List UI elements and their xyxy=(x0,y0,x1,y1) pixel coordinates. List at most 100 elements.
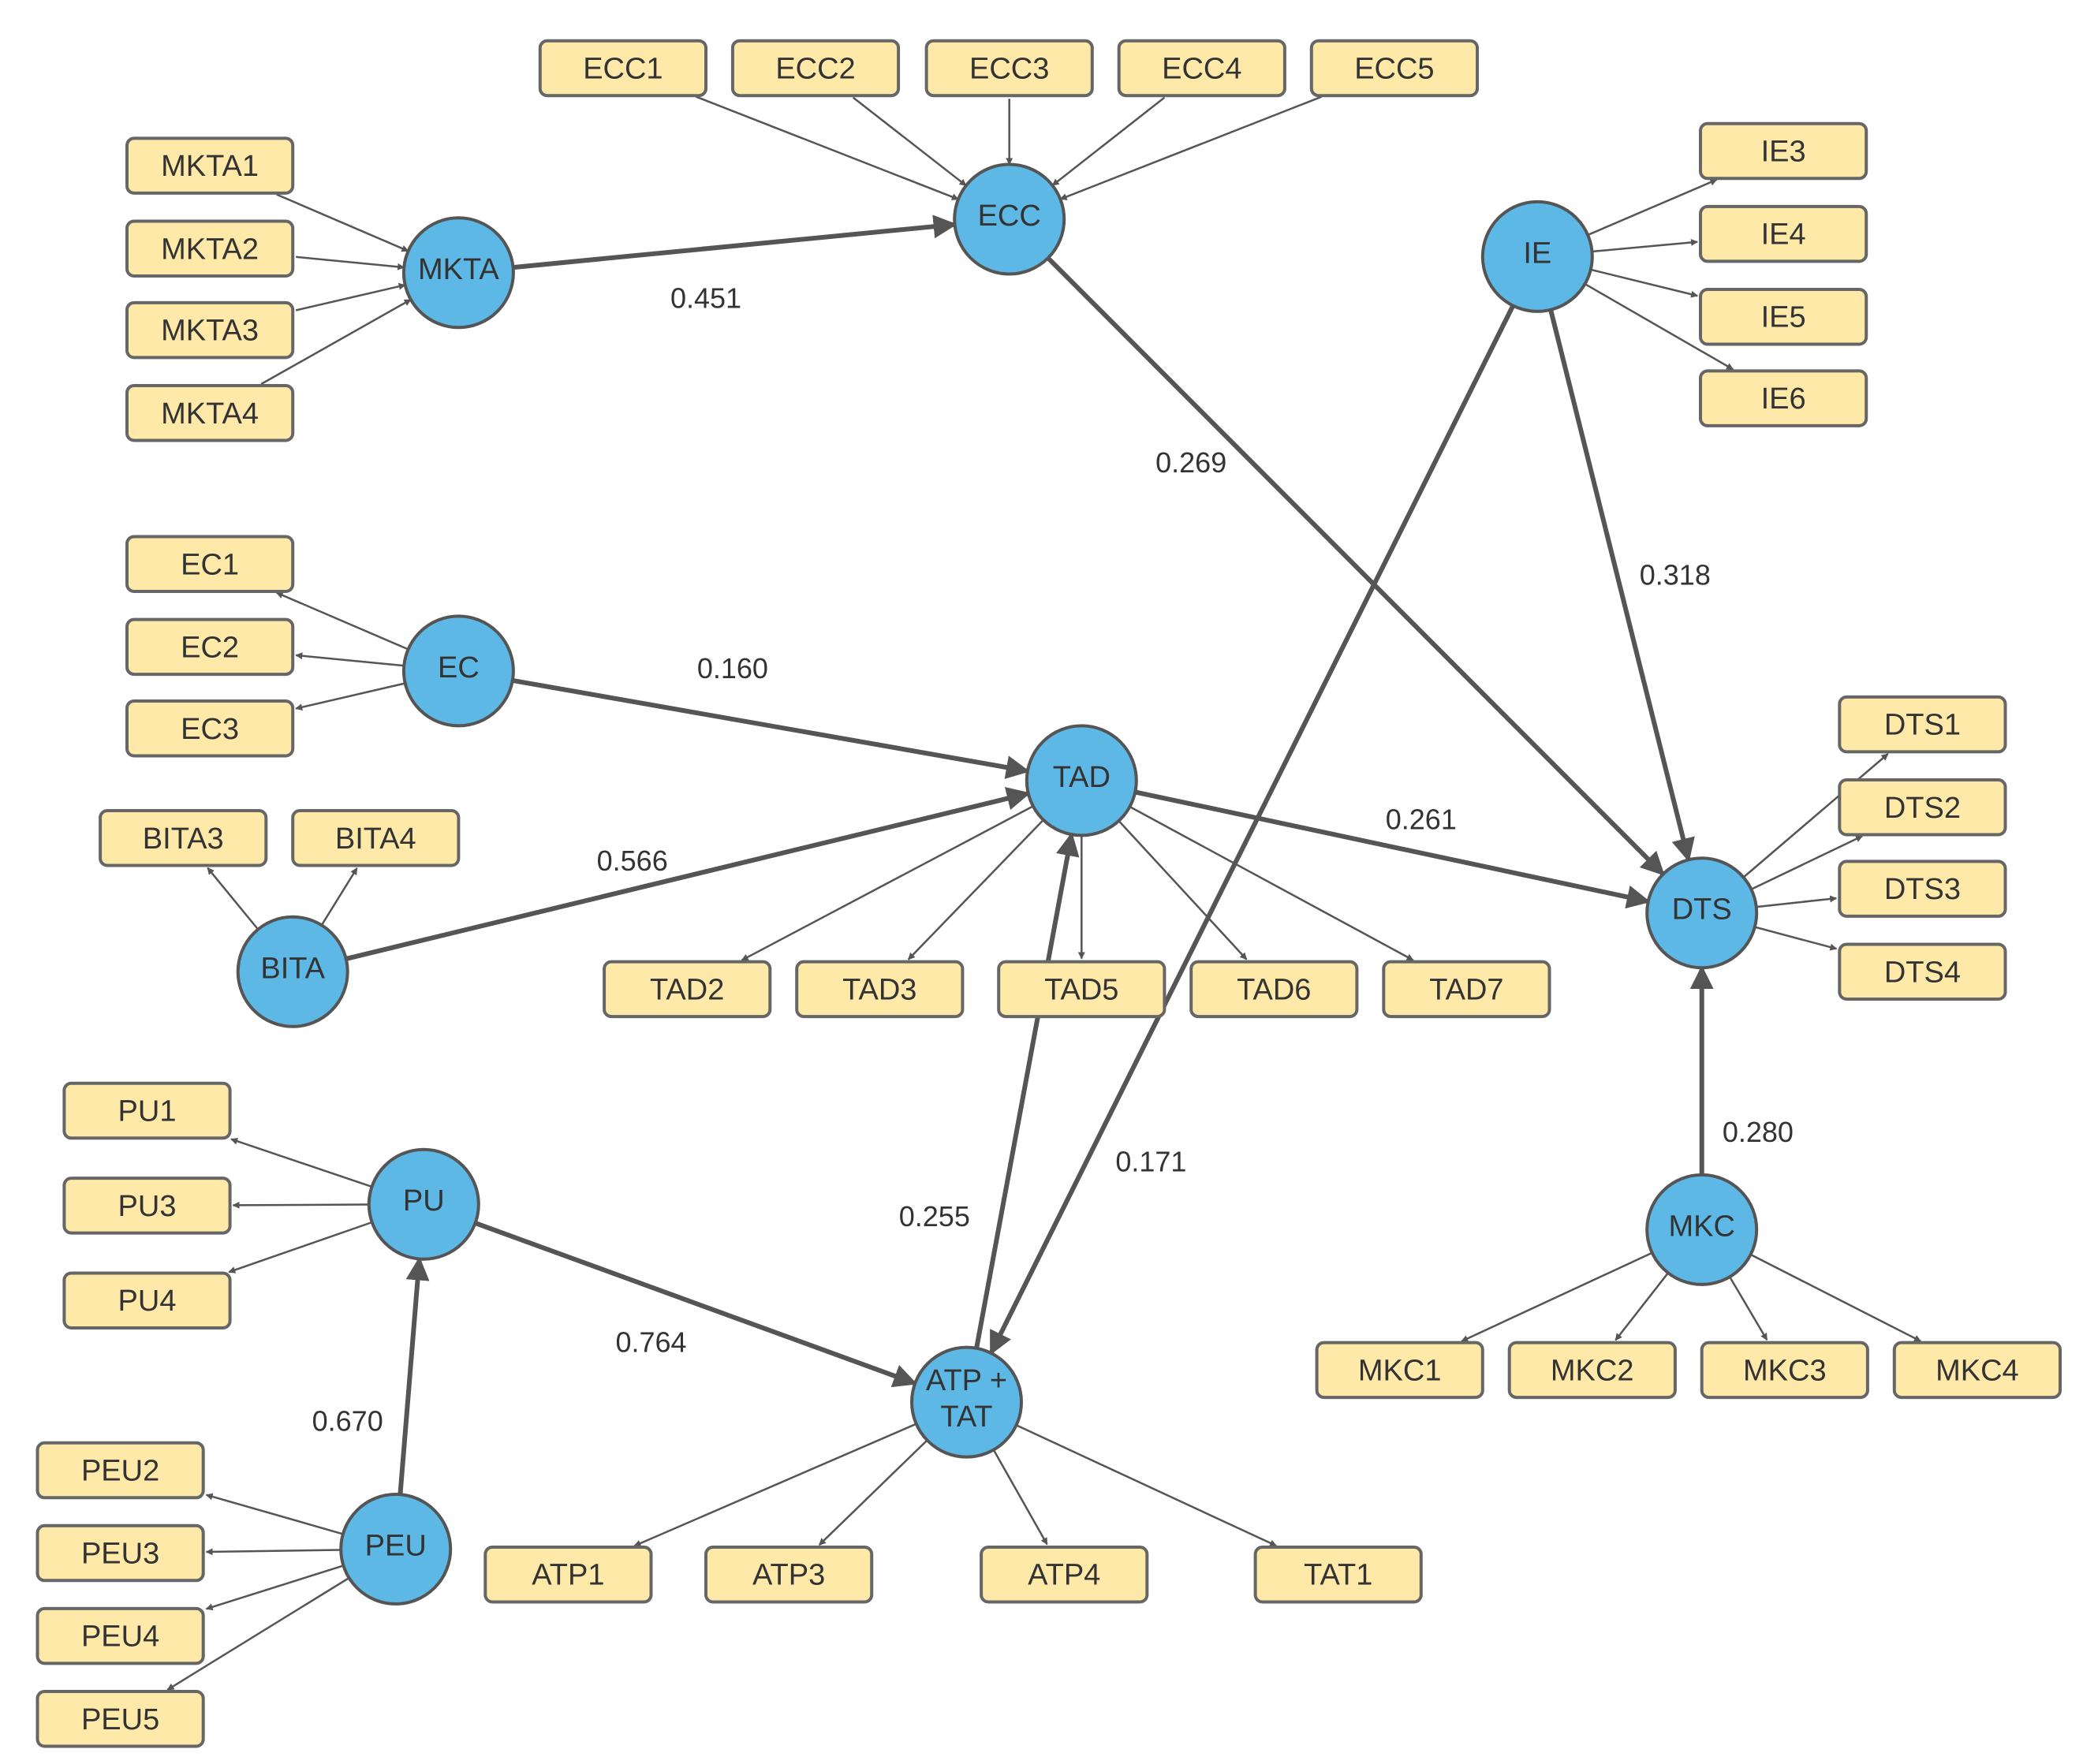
indicator-box xyxy=(1838,778,2007,837)
coef-ie-dts: 0.318 xyxy=(1640,558,1711,591)
indicator-box xyxy=(1699,121,1868,181)
edge-tad-tad6 xyxy=(1118,820,1248,960)
indicator-box xyxy=(62,1271,232,1330)
indicator-dts4: DTS4 xyxy=(1838,942,2007,1001)
indicator-mkc4: MKC4 xyxy=(1892,1341,2062,1400)
indicator-label: TAD6 xyxy=(1237,973,1311,1006)
indicator-box xyxy=(1892,1341,2062,1400)
indicator-box xyxy=(125,219,295,278)
indicator-mkta4: MKTA4 xyxy=(125,384,295,442)
latent-ie: IE xyxy=(1480,200,1594,313)
edge-ie-ie6 xyxy=(1584,283,1734,371)
indicator-box xyxy=(1838,942,2007,1001)
edge-tad-tad3 xyxy=(907,819,1044,960)
edge-ecc2-ecc xyxy=(852,96,967,187)
edge-ec-ec2 xyxy=(295,652,405,667)
latent-label: TAD xyxy=(1053,761,1111,794)
edge-pu-pu4 xyxy=(228,1221,373,1274)
path-pu-atptat xyxy=(474,1221,918,1388)
path-peu-pu xyxy=(398,1256,430,1495)
edge-ec-ec3 xyxy=(295,682,405,711)
indicator-box xyxy=(704,1546,874,1604)
indicator-atp4: ATP4 xyxy=(980,1546,1149,1604)
indicator-ie5: IE5 xyxy=(1699,288,1868,346)
indicator-label: PEU3 xyxy=(81,1538,159,1571)
indicator-box xyxy=(291,809,461,867)
latent-circle xyxy=(1645,856,1759,970)
latent-label: BITA xyxy=(260,952,325,985)
indicator-box xyxy=(1382,960,1551,1019)
indicator-ie3: IE3 xyxy=(1699,121,1868,181)
edge-peu-peu4 xyxy=(205,1564,344,1611)
latent-circle xyxy=(1645,1173,1759,1286)
latent-mkta: MKTA xyxy=(401,216,515,330)
latent-circle xyxy=(367,1147,480,1261)
indicator-bita3: BITA3 xyxy=(99,809,268,867)
indicator-peu4: PEU4 xyxy=(35,1606,205,1665)
indicator-label: EC3 xyxy=(181,713,239,746)
latent-label: ECC xyxy=(978,200,1041,233)
indicator-box xyxy=(1838,860,2007,918)
indicator-mkta1: MKTA1 xyxy=(125,136,295,195)
latent-circle xyxy=(910,1345,1023,1459)
latent-circle xyxy=(401,216,515,330)
latent-circle xyxy=(1025,724,1138,837)
indicator-label: MKTA1 xyxy=(161,150,259,183)
indicator-dts2: DTS2 xyxy=(1838,778,2007,837)
indicator-ec2: EC2 xyxy=(125,617,295,677)
indicator-box xyxy=(35,1523,205,1583)
indicator-box xyxy=(1699,204,1868,263)
indicator-label: IE5 xyxy=(1761,301,1806,334)
coef-mkc-dts: 0.280 xyxy=(1723,1116,1794,1148)
indicator-ec1: EC1 xyxy=(125,535,295,593)
edge-mkc-mkc4 xyxy=(1750,1253,1922,1342)
indicator-label: PEU5 xyxy=(81,1703,159,1736)
latent-circle xyxy=(1480,200,1594,313)
path-ec-tad xyxy=(512,677,1030,779)
latent-bita: BITA xyxy=(236,915,349,1028)
edge-atptat-atp3 xyxy=(818,1439,928,1546)
indicator-box xyxy=(1117,39,1286,98)
indicator-box xyxy=(1838,695,2007,754)
indicator-label: PU3 xyxy=(118,1190,177,1223)
indicator-label: IE6 xyxy=(1761,382,1806,416)
indicator-box xyxy=(1700,1341,1869,1400)
coef-ec-tad: 0.160 xyxy=(697,652,768,684)
indicator-label: BITA4 xyxy=(335,822,416,856)
coef-ie-atptat: 0.171 xyxy=(1115,1146,1186,1178)
edge-mkta4-mkta xyxy=(260,298,412,386)
latent-circle xyxy=(401,614,515,728)
latent-label: MKTA xyxy=(418,253,499,286)
indicator-label: DTS2 xyxy=(1884,792,1961,825)
latent-label: MKC xyxy=(1668,1210,1734,1243)
path-ecc-dts xyxy=(1046,256,1665,876)
edge-peu-peu5 xyxy=(166,1576,350,1691)
latent-circle xyxy=(236,915,349,1028)
indicator-pu4: PU4 xyxy=(62,1271,232,1330)
indicator-label: TAD7 xyxy=(1429,973,1503,1006)
indicator-ec3: EC3 xyxy=(125,699,295,758)
path-atptat-tad xyxy=(974,832,1080,1349)
latent-dts: DTS xyxy=(1645,856,1759,970)
latent-label: EC xyxy=(438,651,480,684)
indicator-box xyxy=(1315,1341,1484,1400)
indicator-box xyxy=(603,960,772,1019)
coef-pu-atptat: 0.764 xyxy=(615,1326,686,1358)
edge-peu-peu2 xyxy=(205,1493,344,1535)
indicator-label: PEU2 xyxy=(81,1455,159,1488)
indicator-mkta2: MKTA2 xyxy=(125,219,295,278)
indicator-box xyxy=(125,617,295,677)
indicator-box xyxy=(538,39,707,98)
latent-pu: PU xyxy=(367,1147,480,1261)
latent-mkc: MKC xyxy=(1645,1173,1759,1286)
indicator-label: PEU4 xyxy=(81,1620,159,1654)
edge-dts-dts1 xyxy=(1742,753,1889,878)
indicator-label: BITA3 xyxy=(143,822,224,856)
latent-label: ATP + xyxy=(926,1364,1007,1397)
indicator-label: TAT1 xyxy=(1304,1559,1372,1592)
indicator-ecc1: ECC1 xyxy=(538,39,707,98)
indicator-mkc2: MKC2 xyxy=(1507,1341,1677,1400)
indicator-label: ECC1 xyxy=(583,52,663,85)
indicator-label: ECC4 xyxy=(1162,52,1241,85)
